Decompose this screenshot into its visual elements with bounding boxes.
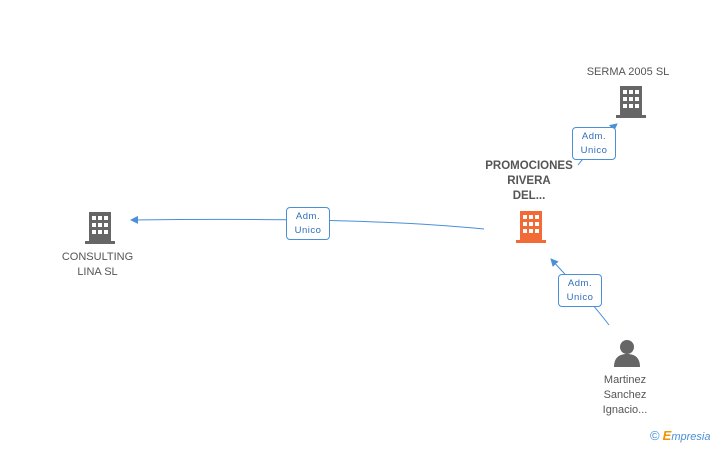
- node-serma-label[interactable]: SERMA 2005 SL: [568, 65, 688, 80]
- building-icon[interactable]: [514, 209, 548, 245]
- edge-label-line: Unico: [580, 145, 608, 156]
- node-person-line: Martinez: [603, 374, 647, 386]
- edge-label-line: Unico: [294, 225, 322, 236]
- edge-main-to-consulting: [130, 215, 485, 230]
- node-person-line: Ignacio...: [602, 404, 648, 416]
- node-consulting-label[interactable]: CONSULTING LINA SL: [40, 250, 155, 280]
- copyright-symbol: ©: [650, 428, 660, 443]
- brand-watermark: © Empresia: [650, 428, 710, 443]
- edge-label-line: Unico: [566, 292, 594, 303]
- person-icon[interactable]: [612, 338, 642, 368]
- building-icon[interactable]: [614, 84, 648, 120]
- edge-label-person[interactable]: Adm. Unico: [558, 274, 602, 307]
- edge-label-line: Adm.: [295, 211, 321, 222]
- node-main-line: PROMOCIONES: [485, 160, 573, 172]
- edge-label-serma[interactable]: Adm. Unico: [572, 127, 616, 160]
- node-person-line: Sanchez: [603, 389, 647, 401]
- edge-label-line: Adm.: [567, 278, 593, 289]
- brand-name: mpresia: [671, 431, 711, 443]
- node-person-label[interactable]: Martinez Sanchez Ignacio...: [575, 373, 675, 418]
- node-consulting-line: LINA SL: [77, 266, 118, 278]
- node-main-line: RIVERA: [507, 175, 551, 187]
- building-icon[interactable]: [83, 210, 117, 246]
- node-serma-line: SERMA 2005 SL: [586, 66, 670, 78]
- node-main-company-label[interactable]: PROMOCIONES RIVERA DEL...: [470, 159, 588, 204]
- node-main-line: DEL...: [512, 190, 546, 202]
- node-consulting-line: CONSULTING: [61, 251, 134, 263]
- edge-label-consulting[interactable]: Adm. Unico: [286, 207, 330, 240]
- brand-initial: E: [662, 428, 672, 443]
- edge-label-line: Adm.: [581, 131, 607, 142]
